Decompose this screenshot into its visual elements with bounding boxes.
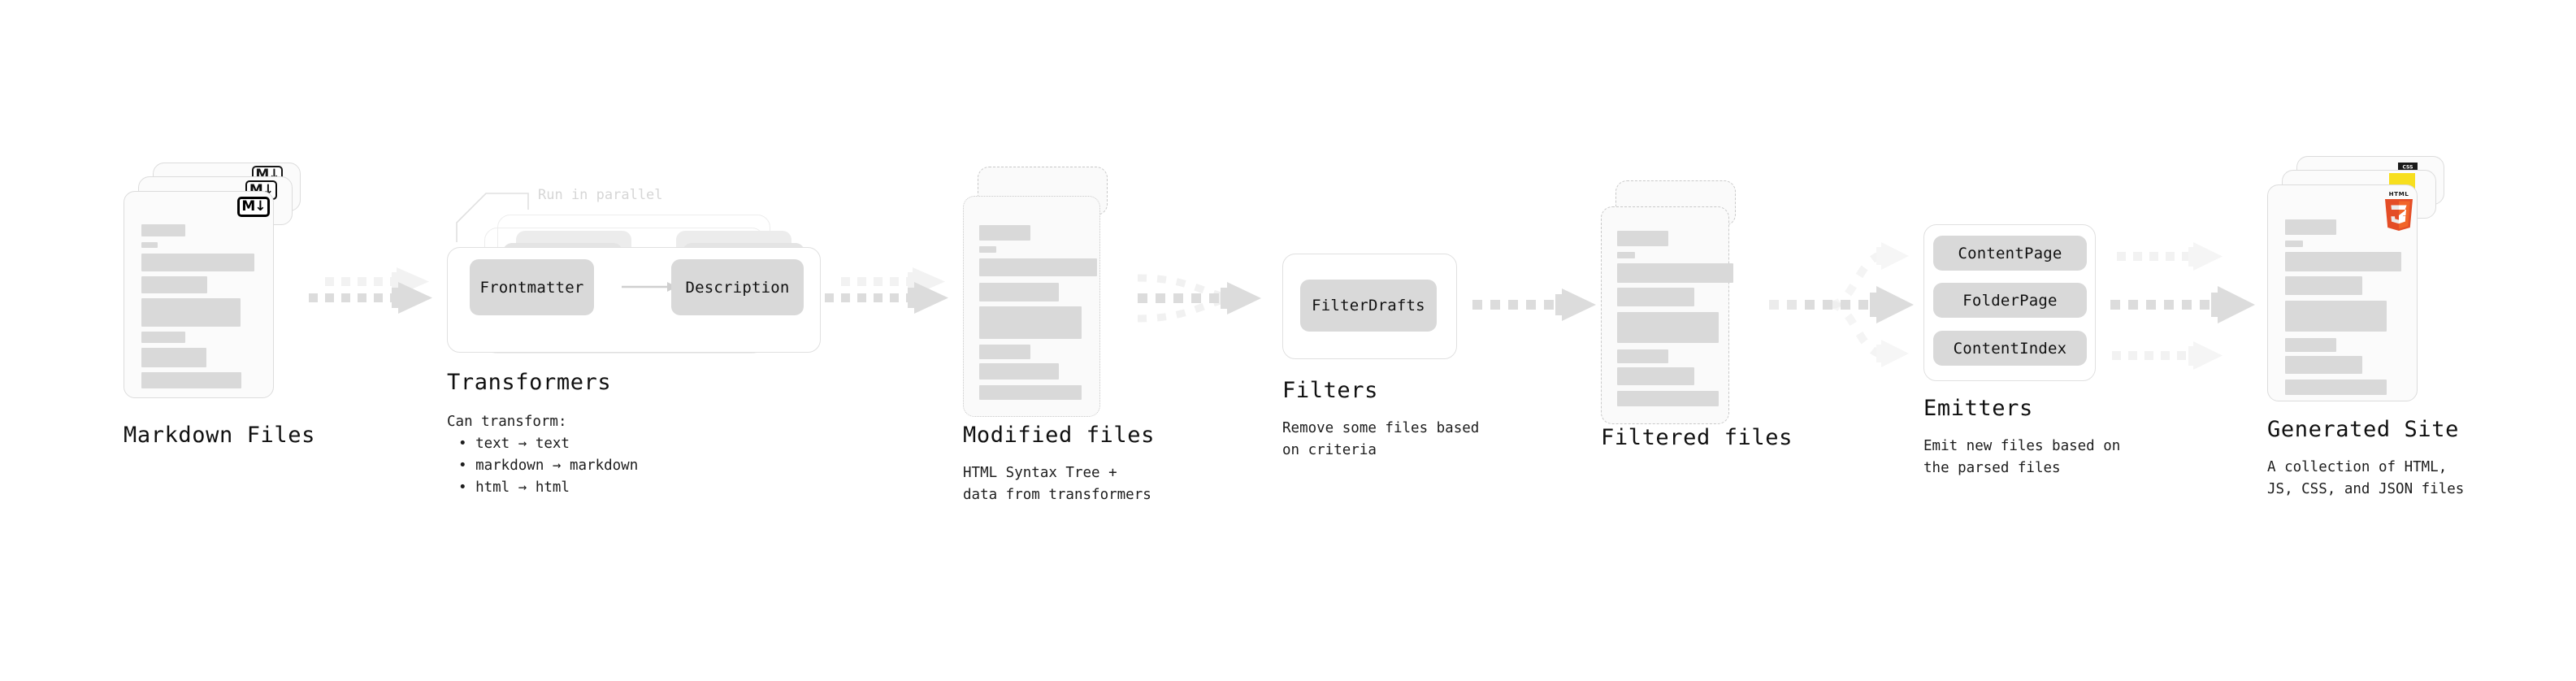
transformers-description: Can transform: [447,414,567,430]
skeleton-bar [2285,301,2387,332]
skeleton-bar [979,225,1030,241]
skeleton-bar [2285,338,2336,352]
transformers-bullet-0: • text → text [458,436,570,452]
modified-files-label-group: Modified files HTML Syntax Tree + data f… [963,423,1155,506]
skeleton-bar [979,283,1059,301]
skeleton-bar [141,298,241,327]
transformers-group: Run in parallel [447,185,821,356]
modified-files-stack [963,167,1125,419]
skeleton-bar [2285,252,2401,271]
skeleton-bar [1617,231,1668,246]
markdown-files-title: Markdown Files [124,423,315,448]
skeleton-bar [1617,391,1719,406]
skeleton-bar [1617,263,1733,283]
markdown-logo-icon: M↓ [237,197,270,217]
arrow-filtered-to-emitters [1767,228,1930,382]
filtered-files-label-group: Filtered files [1601,425,1793,450]
emitter-node-contentpage[interactable]: ContentPage [1933,236,2087,271]
transformers-bullet-1: • markdown → markdown [458,458,639,474]
emitter-node-folderpage[interactable]: FolderPage [1933,283,2087,318]
skeleton-bar [141,254,254,271]
emitters-title: Emitters [1923,396,2033,421]
skeleton-bar [1617,349,1668,363]
skeleton-bar [2285,241,2303,247]
filtered-files-title: Filtered files [1601,425,1793,450]
generated-site-desc-2: JS, CSS, and JSON files [2267,481,2465,497]
html5-logo-icon: HTML [2381,189,2417,231]
transformer-node-frontmatter[interactable]: Frontmatter [470,259,594,315]
emitter-node-contentindex[interactable]: ContentIndex [1933,331,2087,366]
skeleton-bar [2285,380,2387,395]
filters-group: FilterDrafts [1282,254,1457,359]
filters-desc-1: Remove some files based [1282,420,1480,436]
skeleton-bar [141,276,207,293]
generated-site-label-group: Generated Site A collection of HTML, JS,… [2267,417,2464,501]
emitters-desc-2: the parsed files [1923,460,2061,476]
skeleton-bar [141,372,241,388]
skeleton-bar [1617,288,1694,306]
modified-files-title: Modified files [963,423,1155,448]
arrow-modified-to-filters [1136,268,1282,333]
skeleton-bar [2285,219,2336,235]
markdown-badge-mid: M↓ [245,180,277,200]
skeleton-bar [141,348,206,367]
skeleton-bar [979,306,1082,339]
skeleton-bar [141,242,158,248]
transformers-inner-arrow [622,280,679,293]
run-in-parallel-bracket [455,185,561,242]
svg-text:HTML: HTML [2389,190,2409,197]
filtered-files-stack [1601,180,1763,424]
markdown-files-stack: M↓ M↓ M↓ [124,163,302,398]
markdown-logo-arrow: ↓ [254,198,266,215]
filters-desc-2: on criteria [1282,442,1377,458]
run-in-parallel-note: Run in parallel [538,187,663,203]
skeleton-bar [1617,312,1719,343]
skeleton-bar [979,258,1097,276]
skeleton-bar [979,385,1082,400]
skeleton-bar [141,332,185,343]
skeleton-bar [979,363,1059,380]
skeleton-bar [1617,252,1635,258]
markdown-files-label-group: Markdown Files [124,423,315,448]
skeleton-bar [979,246,996,253]
modified-files-desc-2: data from transformers [963,487,1151,503]
transformer-node-description[interactable]: Description [671,259,804,315]
markdown-logo-text: M↓ [241,198,266,215]
skeleton-bar [141,224,185,236]
svg-text:CSS: CSS [2403,165,2413,171]
generated-site-title: Generated Site [2267,417,2459,442]
transformers-label-group: Transformers Can transform: • text → tex… [447,370,638,499]
skeleton-bar [2285,356,2362,374]
skeleton-bar [1617,367,1694,385]
arrow-transformers-to-modified [823,267,953,329]
modified-files-desc-1: HTML Syntax Tree + [963,465,1117,481]
filters-label-group: Filters Remove some files based on crite… [1282,378,1479,462]
emitters-group: ContentPage FolderPage ContentIndex [1923,224,2096,381]
emitters-label-group: Emitters Emit new files based on the par… [1923,396,2120,479]
filter-node-filterdrafts[interactable]: FilterDrafts [1300,280,1437,332]
skeleton-bar [979,345,1030,359]
arrow-filters-to-filtered [1471,288,1601,329]
skeleton-bar [2285,276,2362,295]
generated-site-desc-1: A collection of HTML, [2267,459,2448,475]
transformers-bullet-2: • html → html [458,479,570,496]
arrow-emitters-to-site [2109,228,2263,382]
arrow-markdown-to-transformers [307,267,437,329]
emitters-desc-1: Emit new files based on [1923,438,2121,454]
generated-site-stack: CSS HTML [2267,156,2446,416]
transformers-title: Transformers [447,370,612,395]
filters-title: Filters [1282,378,1378,403]
